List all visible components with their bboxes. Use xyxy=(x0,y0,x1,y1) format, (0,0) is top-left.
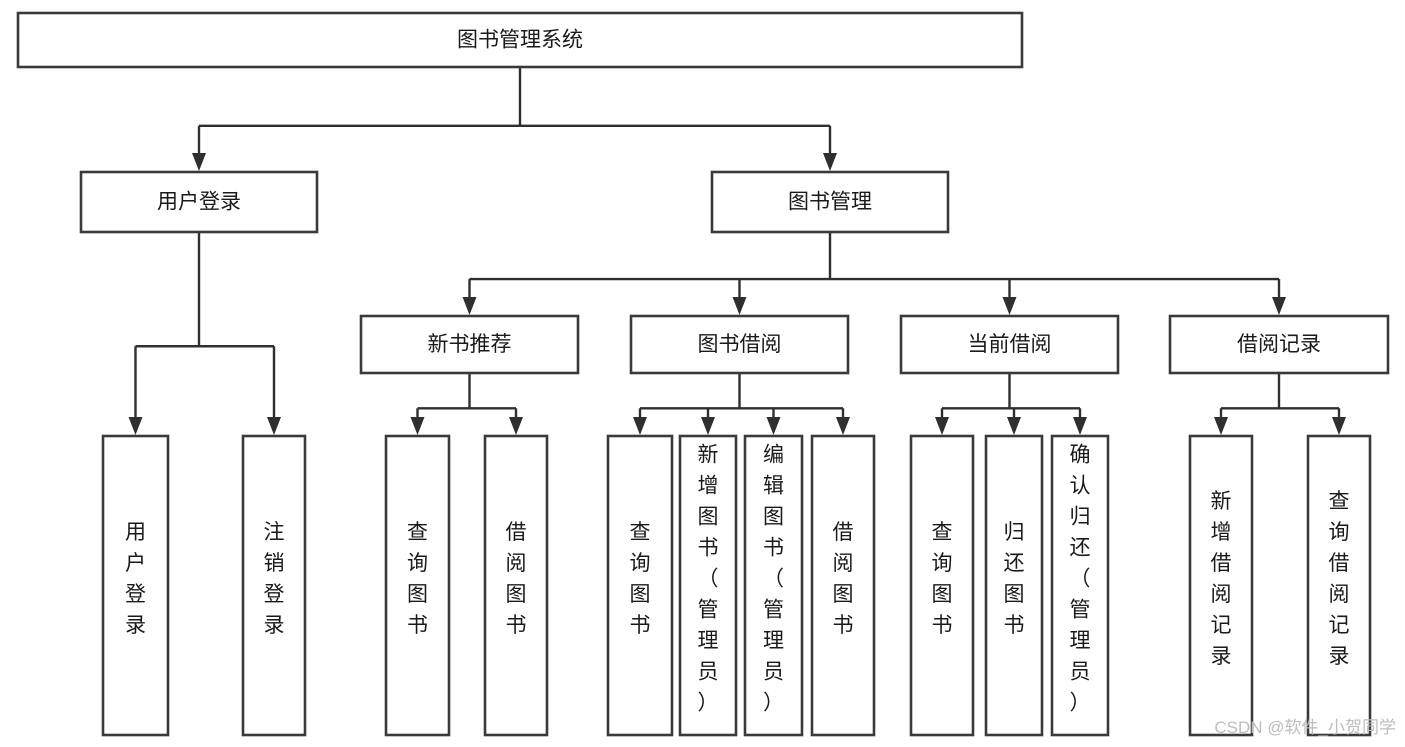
arrow-head-icon xyxy=(509,417,523,435)
node-box-book-manage xyxy=(710,170,950,234)
node-new-book-recommend[interactable]: 新书推荐 xyxy=(359,314,580,375)
node-label-leaf-logout-login: 注销登录 xyxy=(264,521,285,637)
arrow-head-icon xyxy=(410,417,425,435)
node-label-leaf-user-login: 用户登录 xyxy=(125,521,146,637)
arrow-head-icon xyxy=(935,417,949,435)
node-label-user-login: 用户登录 xyxy=(157,191,241,214)
node-box-leaf-query-book-current xyxy=(909,434,975,737)
node-leaf-query-book-recommend[interactable]: 查询图书 xyxy=(384,434,451,737)
arrow-head-icon xyxy=(823,153,837,171)
node-label-leaf-add-borrow-record: 新增借阅记录 xyxy=(1211,490,1232,668)
node-label-book-manage: 图书管理 xyxy=(788,191,872,214)
node-label-new-book-recommend: 新书推荐 xyxy=(428,333,512,356)
node-leaf-edit-book-admin[interactable]: 编辑图书（管理员） xyxy=(743,434,804,737)
node-box-new-book-recommend xyxy=(359,314,580,375)
node-label-leaf-add-book-admin: 新增图书（管理员） xyxy=(698,444,719,715)
node-box-leaf-user-login xyxy=(101,434,170,737)
node-box-leaf-confirm-return-admin xyxy=(1050,434,1110,737)
node-label-leaf-query-book-recommend: 查询图书 xyxy=(407,521,428,637)
node-leaf-query-borrow-record[interactable]: 查询借阅记录 xyxy=(1306,434,1372,737)
node-box-leaf-return-book xyxy=(984,434,1044,737)
node-label-leaf-return-book: 归还图书 xyxy=(1004,521,1025,637)
node-leaf-borrow-book-recommend[interactable]: 借阅图书 xyxy=(483,434,549,737)
node-box-leaf-borrow-book xyxy=(810,434,876,737)
node-box-leaf-add-book-admin xyxy=(678,434,738,737)
node-label-leaf-query-book-current: 查询图书 xyxy=(932,521,953,637)
arrow-head-icon xyxy=(633,417,647,435)
node-layer: 图书管理系统用户登录图书管理新书推荐图书借阅当前借阅借阅记录用户登录注销登录查询… xyxy=(16,11,1390,737)
node-leaf-query-book-borrow[interactable]: 查询图书 xyxy=(606,434,674,737)
arrow-head-icon xyxy=(192,153,206,171)
csdn-watermark: CSDN @软件_小贺同学 xyxy=(1214,718,1396,737)
node-box-leaf-borrow-book-recommend xyxy=(483,434,549,737)
node-user-login[interactable]: 用户登录 xyxy=(79,170,319,234)
arrow-head-icon xyxy=(732,297,747,315)
arrow-head-icon xyxy=(1002,297,1017,315)
node-leaf-add-borrow-record[interactable]: 新增借阅记录 xyxy=(1188,434,1254,737)
node-label-leaf-query-book-borrow: 查询图书 xyxy=(630,521,651,637)
arrow-head-icon xyxy=(128,417,143,435)
node-box-leaf-query-book-recommend xyxy=(384,434,451,737)
node-leaf-borrow-book[interactable]: 借阅图书 xyxy=(810,434,876,737)
arrow-head-icon xyxy=(462,297,477,315)
node-leaf-query-book-current[interactable]: 查询图书 xyxy=(909,434,975,737)
node-label-leaf-query-borrow-record: 查询借阅记录 xyxy=(1329,490,1350,668)
node-book-manage[interactable]: 图书管理 xyxy=(710,170,950,234)
node-leaf-user-login[interactable]: 用户登录 xyxy=(101,434,170,737)
connector-layer xyxy=(128,67,1346,435)
node-label-leaf-edit-book-admin: 编辑图书（管理员） xyxy=(763,444,784,715)
arrow-head-icon xyxy=(1007,417,1021,435)
node-current-borrow[interactable]: 当前借阅 xyxy=(899,314,1120,375)
node-box-leaf-query-book-borrow xyxy=(606,434,674,737)
arrow-head-icon xyxy=(701,417,715,435)
arrow-head-icon xyxy=(1272,297,1286,315)
arrow-head-icon xyxy=(267,417,281,435)
node-box-borrow-record xyxy=(1168,314,1390,375)
node-box-leaf-edit-book-admin xyxy=(743,434,804,737)
node-box-leaf-add-borrow-record xyxy=(1188,434,1254,737)
node-label-leaf-borrow-book: 借阅图书 xyxy=(833,521,854,637)
node-borrow-record[interactable]: 借阅记录 xyxy=(1168,314,1390,375)
node-book-borrow[interactable]: 图书借阅 xyxy=(629,314,850,375)
node-label-leaf-confirm-return-admin: 确认归还（管理员） xyxy=(1070,444,1091,715)
node-box-user-login xyxy=(79,170,319,234)
node-box-leaf-logout-login xyxy=(241,434,307,737)
arrow-head-icon xyxy=(1073,417,1087,435)
node-box-current-borrow xyxy=(899,314,1120,375)
node-leaf-confirm-return-admin[interactable]: 确认归还（管理员） xyxy=(1050,434,1110,737)
node-leaf-logout-login[interactable]: 注销登录 xyxy=(241,434,307,737)
arrow-head-icon xyxy=(1332,417,1346,435)
arrow-head-icon xyxy=(1214,417,1228,435)
node-leaf-return-book[interactable]: 归还图书 xyxy=(984,434,1044,737)
node-label-root: 图书管理系统 xyxy=(457,29,583,52)
node-box-leaf-query-borrow-record xyxy=(1306,434,1372,737)
node-label-leaf-borrow-book-recommend: 借阅图书 xyxy=(506,521,527,637)
node-root[interactable]: 图书管理系统 xyxy=(16,11,1024,69)
node-label-book-borrow: 图书借阅 xyxy=(698,333,782,356)
node-label-current-borrow: 当前借阅 xyxy=(968,333,1052,356)
node-box-book-borrow xyxy=(629,314,850,375)
node-leaf-add-book-admin[interactable]: 新增图书（管理员） xyxy=(678,434,738,737)
node-box-root xyxy=(16,11,1024,69)
arrow-head-icon xyxy=(836,417,850,435)
node-label-borrow-record: 借阅记录 xyxy=(1237,333,1321,356)
arrow-head-icon xyxy=(766,417,781,435)
